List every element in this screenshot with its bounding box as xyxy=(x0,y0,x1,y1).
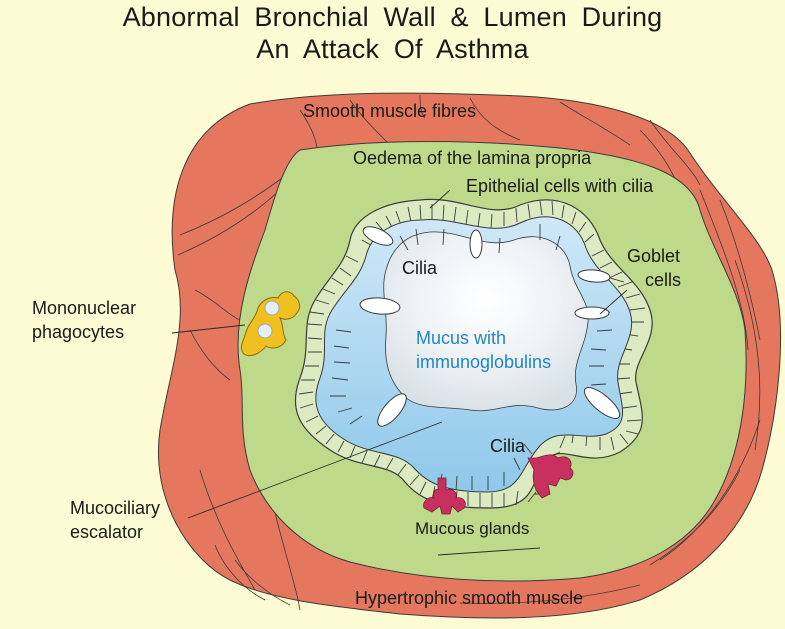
label-mononuclear-line2: phagocytes xyxy=(32,322,125,342)
label-goblet-cells-line2: cells xyxy=(645,270,682,290)
mucous-gland xyxy=(527,454,574,499)
leader-lines xyxy=(171,189,628,556)
goblet-cell xyxy=(359,297,401,315)
phagocyte-cell xyxy=(240,291,301,357)
label-cilia-lower: Cilia xyxy=(490,436,526,456)
label-cilia-upper: Cilia xyxy=(402,258,438,278)
mononuclear-phagocytes xyxy=(240,291,301,357)
goblet-cell xyxy=(577,269,611,283)
label-mononuclear-line1: Mononuclear xyxy=(32,298,137,318)
goblet-cell xyxy=(583,387,621,419)
epithelial-hatching xyxy=(298,200,646,507)
diagram-title-line2: An Attack Of Asthma xyxy=(256,34,529,64)
label-mucus-line2: immunoglobulins xyxy=(416,352,552,372)
goblet-cell xyxy=(469,229,483,259)
muscle-fibre-lines xyxy=(177,94,761,611)
goblet-cell xyxy=(377,393,407,427)
label-epithelial-cells: Epithelial cells with cilia xyxy=(466,176,654,196)
label-goblet-cells-line1: Goblet xyxy=(627,246,681,266)
mucous-gland xyxy=(423,477,466,515)
label-mucociliary-line2: escalator xyxy=(70,522,144,542)
mucous-glands xyxy=(423,454,574,515)
label-mucociliary-line1: Mucociliary xyxy=(70,498,161,518)
label-oedema: Oedema of the lamina propria xyxy=(353,148,592,168)
goblet-cells xyxy=(359,226,621,427)
label-hypertrophic-muscle: Hypertrophic smooth muscle xyxy=(355,588,584,608)
label-mucus-line1: Mucus with xyxy=(416,328,507,348)
goblet-cell xyxy=(362,226,394,246)
label-mucous-glands: Mucous glands xyxy=(415,519,530,538)
phagocyte-nucleus xyxy=(257,323,273,339)
phagocyte-nucleus xyxy=(264,300,280,316)
label-smooth-muscle-fibres: Smooth muscle fibres xyxy=(303,101,477,121)
diagram-title-line1: Abnormal Bronchial Wall & Lumen During xyxy=(122,2,663,32)
goblet-cell xyxy=(574,306,610,320)
